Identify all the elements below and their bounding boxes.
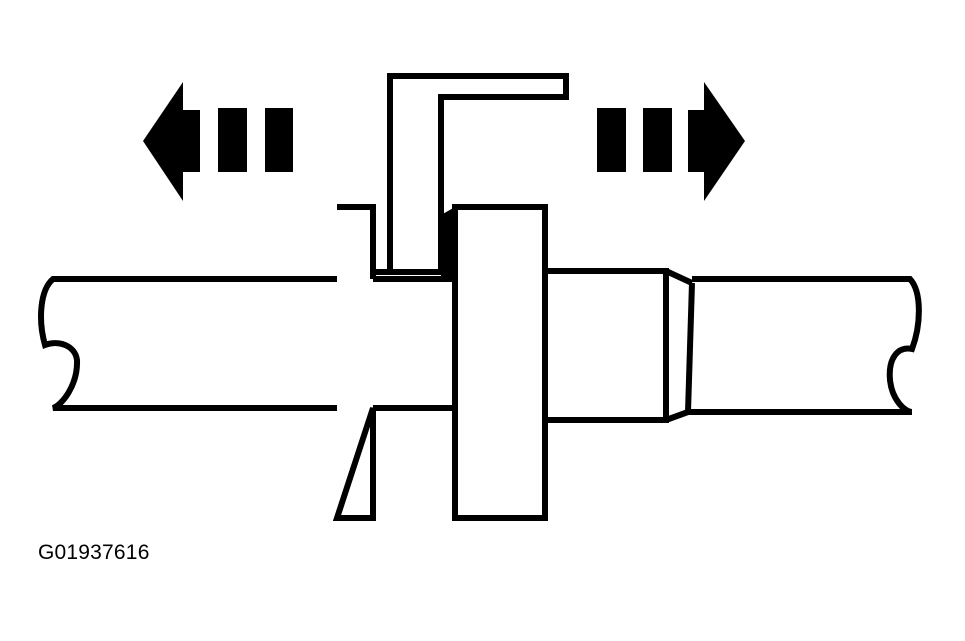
flange	[332, 204, 376, 521]
arrow-right-icon	[597, 82, 745, 201]
figure-code: G01937616	[38, 541, 150, 564]
gear-disc	[452, 204, 548, 521]
arrow-left-icon	[143, 82, 293, 201]
puller-tool	[387, 73, 569, 279]
shaft-collar	[545, 268, 694, 423]
left-shaft	[38, 276, 337, 411]
right-shaft	[685, 276, 922, 415]
hub	[373, 276, 455, 411]
